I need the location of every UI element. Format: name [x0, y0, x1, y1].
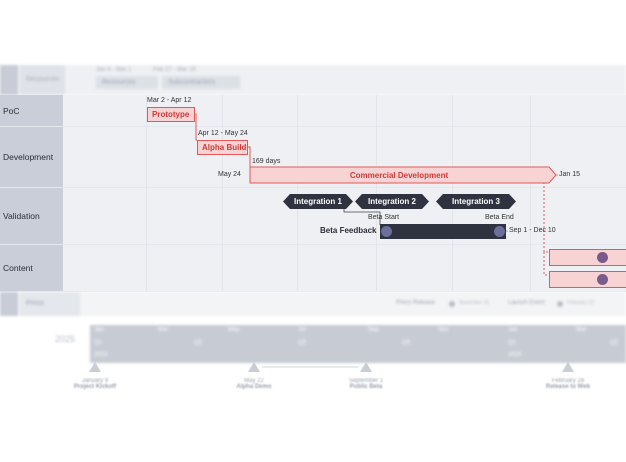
- beta-end-dot[interactable]: [494, 226, 505, 237]
- milestone-label: Alpha Demo: [236, 384, 272, 390]
- quarter-label: Q2: [610, 340, 619, 346]
- grid-line: [146, 95, 147, 291]
- press-lane: Press Press Release November 16 Launch E…: [0, 292, 626, 316]
- beta-feedback-bar[interactable]: [380, 224, 506, 239]
- integration-3-shape: [436, 194, 516, 209]
- quarter-label: Q1: [94, 340, 103, 346]
- month-label: Mar: [576, 327, 587, 333]
- milestone-public-beta[interactable]: September 1 Public Beta: [331, 378, 401, 390]
- lane-label-validation[interactable]: Validation: [0, 188, 63, 244]
- lane-label-development[interactable]: Development: [0, 127, 63, 187]
- alpha-build-task[interactable]: Alpha Build: [197, 140, 248, 155]
- quarter-label: Q2: [194, 340, 203, 346]
- launch-event-marker[interactable]: [557, 301, 563, 307]
- commercial-duration: 169 days: [252, 158, 281, 165]
- beta-feedback-label: Beta Feedback: [320, 226, 377, 235]
- lane-label-poc[interactable]: PoC: [0, 95, 63, 126]
- beta-feedback-dates: Sep 1 - Dec 10: [509, 227, 556, 234]
- grid-line: [297, 95, 298, 291]
- quarter-label: Q4: [402, 340, 411, 346]
- launch-event-label: Launch Event: [508, 300, 545, 306]
- alpha-build-label: Alpha Build: [202, 143, 247, 152]
- beta-end-label: Beta End: [485, 214, 514, 221]
- alpha-build-dates: Apr 12 - May 24: [198, 130, 248, 137]
- integration-1-shape: [283, 194, 353, 209]
- content-milestone-dot[interactable]: [597, 274, 608, 285]
- milestone-date: February 28: [551, 378, 585, 384]
- quarter-label: Q1: [508, 340, 517, 346]
- grid-line: [376, 95, 377, 291]
- year-label: 2023: [94, 352, 108, 358]
- milestone-label: Project Kickoff: [73, 384, 117, 390]
- lane-label-content[interactable]: Content: [0, 245, 63, 291]
- integration-2-milestone[interactable]: Integration 2: [367, 196, 416, 206]
- beta-start-dot[interactable]: [381, 226, 392, 237]
- integration-1-milestone[interactable]: Integration 1: [293, 196, 342, 206]
- month-label: Mar: [158, 327, 169, 333]
- press-release-label: Press Release: [396, 300, 436, 306]
- quarter-label: Q3: [298, 340, 307, 346]
- resources-header: Resources: [20, 65, 65, 95]
- prototype-label: Prototype: [152, 110, 190, 119]
- milestone-label: Release to Web: [545, 384, 591, 390]
- date-range-1: Jan 4 - Mar 1: [96, 67, 132, 73]
- beta-start-label: Beta Start: [368, 214, 400, 221]
- year-label: 2024: [508, 352, 522, 358]
- top-bar-handle[interactable]: [0, 65, 18, 95]
- commercial-development-task[interactable]: [249, 166, 559, 184]
- grid-line: [222, 95, 223, 291]
- date-range-2: Feb 27 - Mar 16: [153, 67, 196, 73]
- timescale[interactable]: Jan Mar May Jul Sep Nov Jan Mar Q1 Q2 Q3…: [90, 325, 626, 363]
- press-release-date: November 16: [459, 300, 490, 306]
- milestone-date: May 22: [244, 378, 264, 384]
- milestone-alpha-demo[interactable]: May 22 Alpha Demo: [219, 378, 289, 390]
- commercial-start-date: May 24: [218, 171, 241, 178]
- integration-3-milestone[interactable]: Integration 3: [451, 196, 500, 206]
- press-lane-label: Press: [20, 292, 80, 316]
- press-release-marker[interactable]: [449, 301, 455, 307]
- content-task-2[interactable]: [549, 271, 626, 288]
- month-label: Jul: [298, 327, 306, 333]
- prototype-task[interactable]: Prototype: [147, 107, 195, 122]
- month-label: Sep: [368, 327, 379, 333]
- lane-content: [0, 245, 626, 292]
- integration-2-shape: [355, 194, 429, 209]
- resource-chip-2[interactable]: Subcontractors: [162, 76, 240, 89]
- press-lane-handle[interactable]: [0, 292, 18, 316]
- month-label: Jan: [508, 327, 518, 333]
- launch-event-date: February 22: [567, 300, 594, 306]
- grid-line: [452, 95, 453, 291]
- content-milestone-dot[interactable]: [597, 252, 608, 263]
- resource-chip-1[interactable]: Resources: [96, 76, 158, 89]
- commercial-development-label: Commercial Development: [349, 170, 449, 180]
- milestone-date: September 1: [348, 378, 384, 384]
- month-label: Jan: [94, 327, 104, 333]
- commercial-end-date: Jan 15: [559, 171, 581, 178]
- month-label: Nov: [438, 327, 449, 333]
- top-resource-bar: Resources Jan 4 - Mar 1 Feb 27 - Mar 16 …: [0, 65, 626, 95]
- prototype-dates: Mar 2 - Apr 12: [147, 97, 192, 104]
- month-label: May: [228, 327, 240, 333]
- milestone-kickoff[interactable]: January 9 Project Kickoff: [60, 378, 130, 390]
- content-task-1[interactable]: [549, 249, 626, 266]
- grid-line: [530, 95, 531, 291]
- milestone-label: Public Beta: [349, 384, 383, 390]
- timescale-year-label: 2025: [55, 334, 76, 344]
- lane-poc: [0, 95, 626, 127]
- milestone-release-to-web[interactable]: February 28 Release to Web: [533, 378, 603, 390]
- milestone-date: January 9: [81, 378, 109, 384]
